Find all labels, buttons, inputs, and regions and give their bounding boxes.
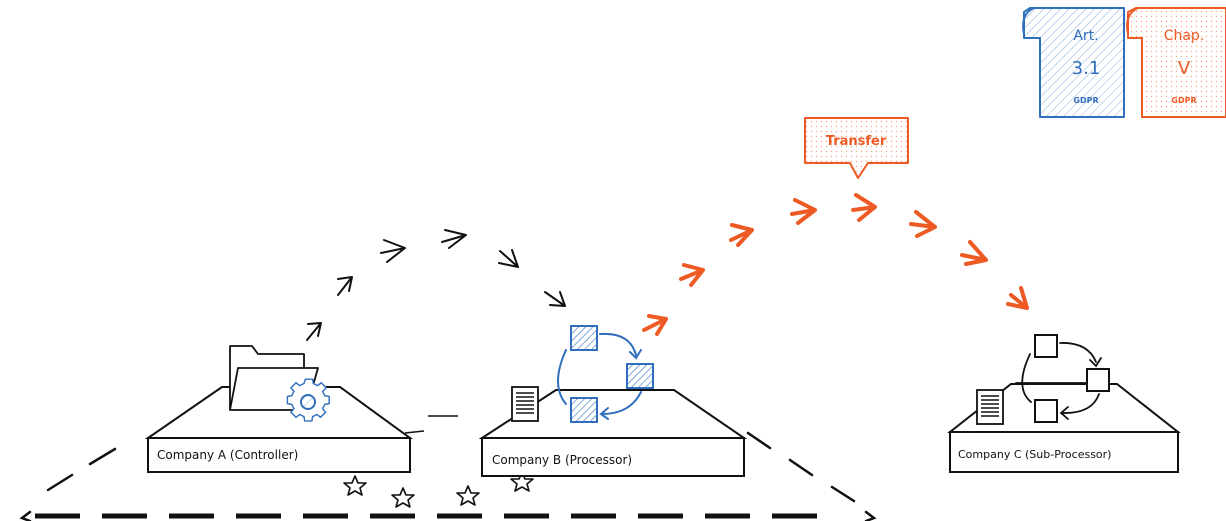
- article-badge-line3: GDPR: [1073, 96, 1098, 105]
- company-a-label: Company A (Controller): [157, 448, 298, 462]
- article-badge-line2: 3.1: [1072, 58, 1101, 79]
- arrow-icon: [545, 292, 565, 306]
- gear-icon: [287, 379, 329, 421]
- arrow-icon: [338, 277, 352, 295]
- flow-path-black: [307, 230, 565, 340]
- flow-path-orange: [644, 195, 1027, 334]
- arrow-icon: [442, 230, 466, 248]
- arrow-icon: [911, 212, 935, 236]
- arrow-icon: [853, 195, 875, 220]
- chapter-badge-line1: Chap.: [1164, 28, 1205, 44]
- chapter-badge-line3: GDPR: [1171, 96, 1196, 105]
- boundary-right-edge: [748, 433, 874, 521]
- transfer-label: Transfer: [826, 134, 887, 149]
- arrow-icon: [962, 242, 986, 264]
- arrow-icon: [731, 225, 752, 245]
- arrow-icon: [1008, 288, 1027, 308]
- arrow-icon: [499, 250, 518, 267]
- chapter-badge-line2: V: [1178, 58, 1191, 79]
- arrow-icon: [792, 200, 815, 223]
- transfer-callout: Transfer: [805, 118, 908, 178]
- article-badge-line1: Art.: [1073, 28, 1098, 44]
- star-icon: [344, 476, 366, 495]
- gdpr-article-badge: Art. 3.1 GDPR: [1023, 8, 1124, 117]
- arrow-icon: [307, 323, 321, 340]
- company-c-label: Company C (Sub-Processor): [958, 448, 1111, 461]
- document-icon: [977, 390, 1003, 424]
- boundary-left-edge: [22, 449, 115, 521]
- document-icon: [512, 387, 538, 421]
- ground-stars: [344, 472, 533, 507]
- arrow-icon: [681, 265, 703, 285]
- star-icon: [392, 488, 414, 507]
- gdpr-chapter-badge: Chap. V GDPR: [1127, 8, 1226, 117]
- star-icon: [457, 486, 479, 505]
- arrow-icon: [381, 240, 405, 262]
- company-b-label: Company B (Processor): [492, 453, 632, 467]
- arrow-icon: [644, 316, 666, 334]
